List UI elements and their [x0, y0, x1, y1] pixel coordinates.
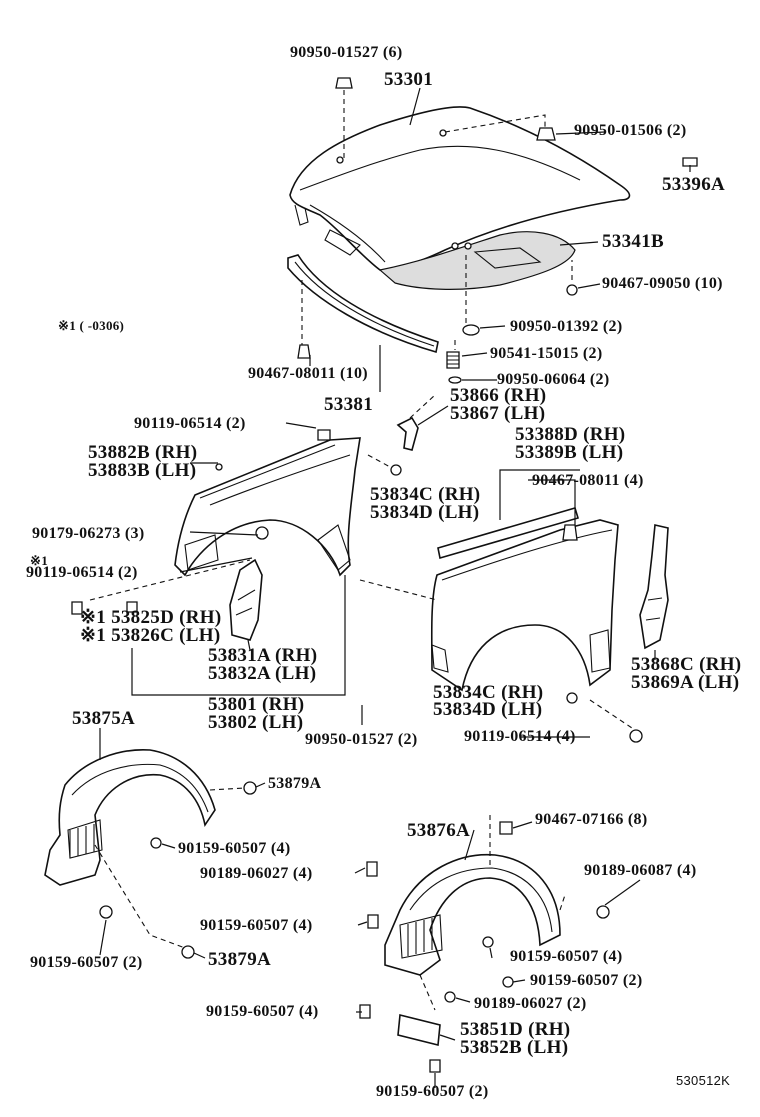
- label-90119-06514-2-top: 90119-06514 (2): [134, 415, 246, 432]
- label-53875a: 53875A: [72, 708, 136, 729]
- label-53883b-lh: 53883B (LH): [88, 460, 197, 481]
- label-53879a-top: 53879A: [268, 775, 322, 792]
- label-90541-15015-2: 90541-15015 (2): [490, 345, 603, 362]
- label-90179-06273-3: 90179-06273 (3): [32, 525, 145, 542]
- hood-hinge: [396, 394, 436, 451]
- label-90950-01527-6: 90950-01527 (6): [290, 44, 403, 61]
- label-53825d-rh: ※1 53825D (RH): [80, 607, 222, 628]
- label-53826c-lh: ※1 53826C (LH): [80, 625, 221, 646]
- label-90159-60507-4-c: 90159-60507 (4): [510, 948, 623, 965]
- leader-lines: [99, 87, 691, 1088]
- label-53388d-rh: 53388D (RH): [515, 424, 626, 445]
- label-53801-rh: 53801 (RH): [208, 694, 305, 715]
- label-90950-01527-2: 90950-01527 (2): [305, 731, 418, 748]
- label-53341b: 53341B: [602, 231, 664, 252]
- label-53852b-lh: 53852B (LH): [460, 1037, 569, 1058]
- label-90159-60507-4-b: 90159-60507 (4): [200, 917, 313, 934]
- label-53879a-bottom: 53879A: [208, 949, 272, 970]
- side-bracket: [639, 524, 669, 650]
- hood-seal: [287, 254, 439, 354]
- right-fender: [359, 507, 643, 743]
- label-53301: 53301: [384, 69, 433, 90]
- footnote-range: ※1 ( -0306): [58, 318, 125, 333]
- hood-fasteners: [297, 77, 698, 384]
- label-90950-01506-2: 90950-01506 (2): [574, 122, 687, 139]
- label-90189-06027-4: 90189-06027 (4): [200, 865, 313, 882]
- label-90467-09050-10: 90467-09050 (10): [602, 275, 723, 292]
- label-53882b-rh: 53882B (RH): [88, 442, 198, 463]
- footnote-mark: ※1: [30, 553, 48, 568]
- label-90467-08011-4: 90467-08011 (4): [532, 472, 644, 489]
- left-fender: [174, 429, 402, 577]
- label-53831a-rh: 53831A (RH): [208, 645, 318, 666]
- label-53832a-lh: 53832A (LH): [208, 663, 317, 684]
- label-90159-60507-4-d: 90159-60507 (4): [206, 1003, 319, 1020]
- label-90119-06514-4: 90119-06514 (4): [464, 728, 576, 745]
- label-53802-lh: 53802 (LH): [208, 712, 304, 733]
- left-fender-liner: [44, 749, 257, 959]
- label-53869a-lh: 53869A (LH): [631, 672, 740, 693]
- label-90467-08011-10: 90467-08011 (10): [248, 365, 368, 382]
- label-90189-06027-2: 90189-06027 (2): [474, 995, 587, 1012]
- label-90159-60507-2-c: 90159-60507 (2): [376, 1083, 489, 1100]
- label-90950-01392-2: 90950-01392 (2): [510, 318, 623, 335]
- label-90159-60507-4-a: 90159-60507 (4): [178, 840, 291, 857]
- splash-shield: [397, 1013, 441, 1073]
- label-53396a: 53396A: [662, 174, 726, 195]
- label-90159-60507-2-b: 90159-60507 (2): [530, 972, 643, 989]
- label-53876a: 53876A: [407, 820, 471, 841]
- label-53851d-rh: 53851D (RH): [460, 1019, 571, 1040]
- label-90159-60507-2-a: 90159-60507 (2): [30, 954, 143, 971]
- label-90189-06087-4: 90189-06087 (4): [584, 862, 697, 879]
- label-90950-06064-2: 90950-06064 (2): [497, 371, 610, 388]
- label-53834d-lh-bottom: 53834D (LH): [433, 699, 543, 720]
- label-53834c-rh-top: 53834C (RH): [370, 484, 481, 505]
- label-53834c-rh-bottom: 53834C (RH): [433, 682, 544, 703]
- fender-bracket: [71, 558, 263, 641]
- label-53868c-rh: 53868C (RH): [631, 654, 742, 675]
- label-90467-07166-8: 90467-07166 (8): [535, 811, 648, 828]
- label-53866-rh: 53866 (RH): [450, 385, 547, 406]
- label-90119-06514-2-left: 90119-06514 (2): [26, 564, 138, 581]
- label-53834d-lh-top: 53834D (LH): [370, 502, 480, 523]
- hood-panel: [289, 106, 631, 290]
- diagram-reference-code: 530512K: [676, 1073, 731, 1088]
- label-53867-lh: 53867 (LH): [450, 403, 546, 424]
- label-53381: 53381: [324, 394, 373, 415]
- label-53389b-lh: 53389B (LH): [515, 442, 624, 463]
